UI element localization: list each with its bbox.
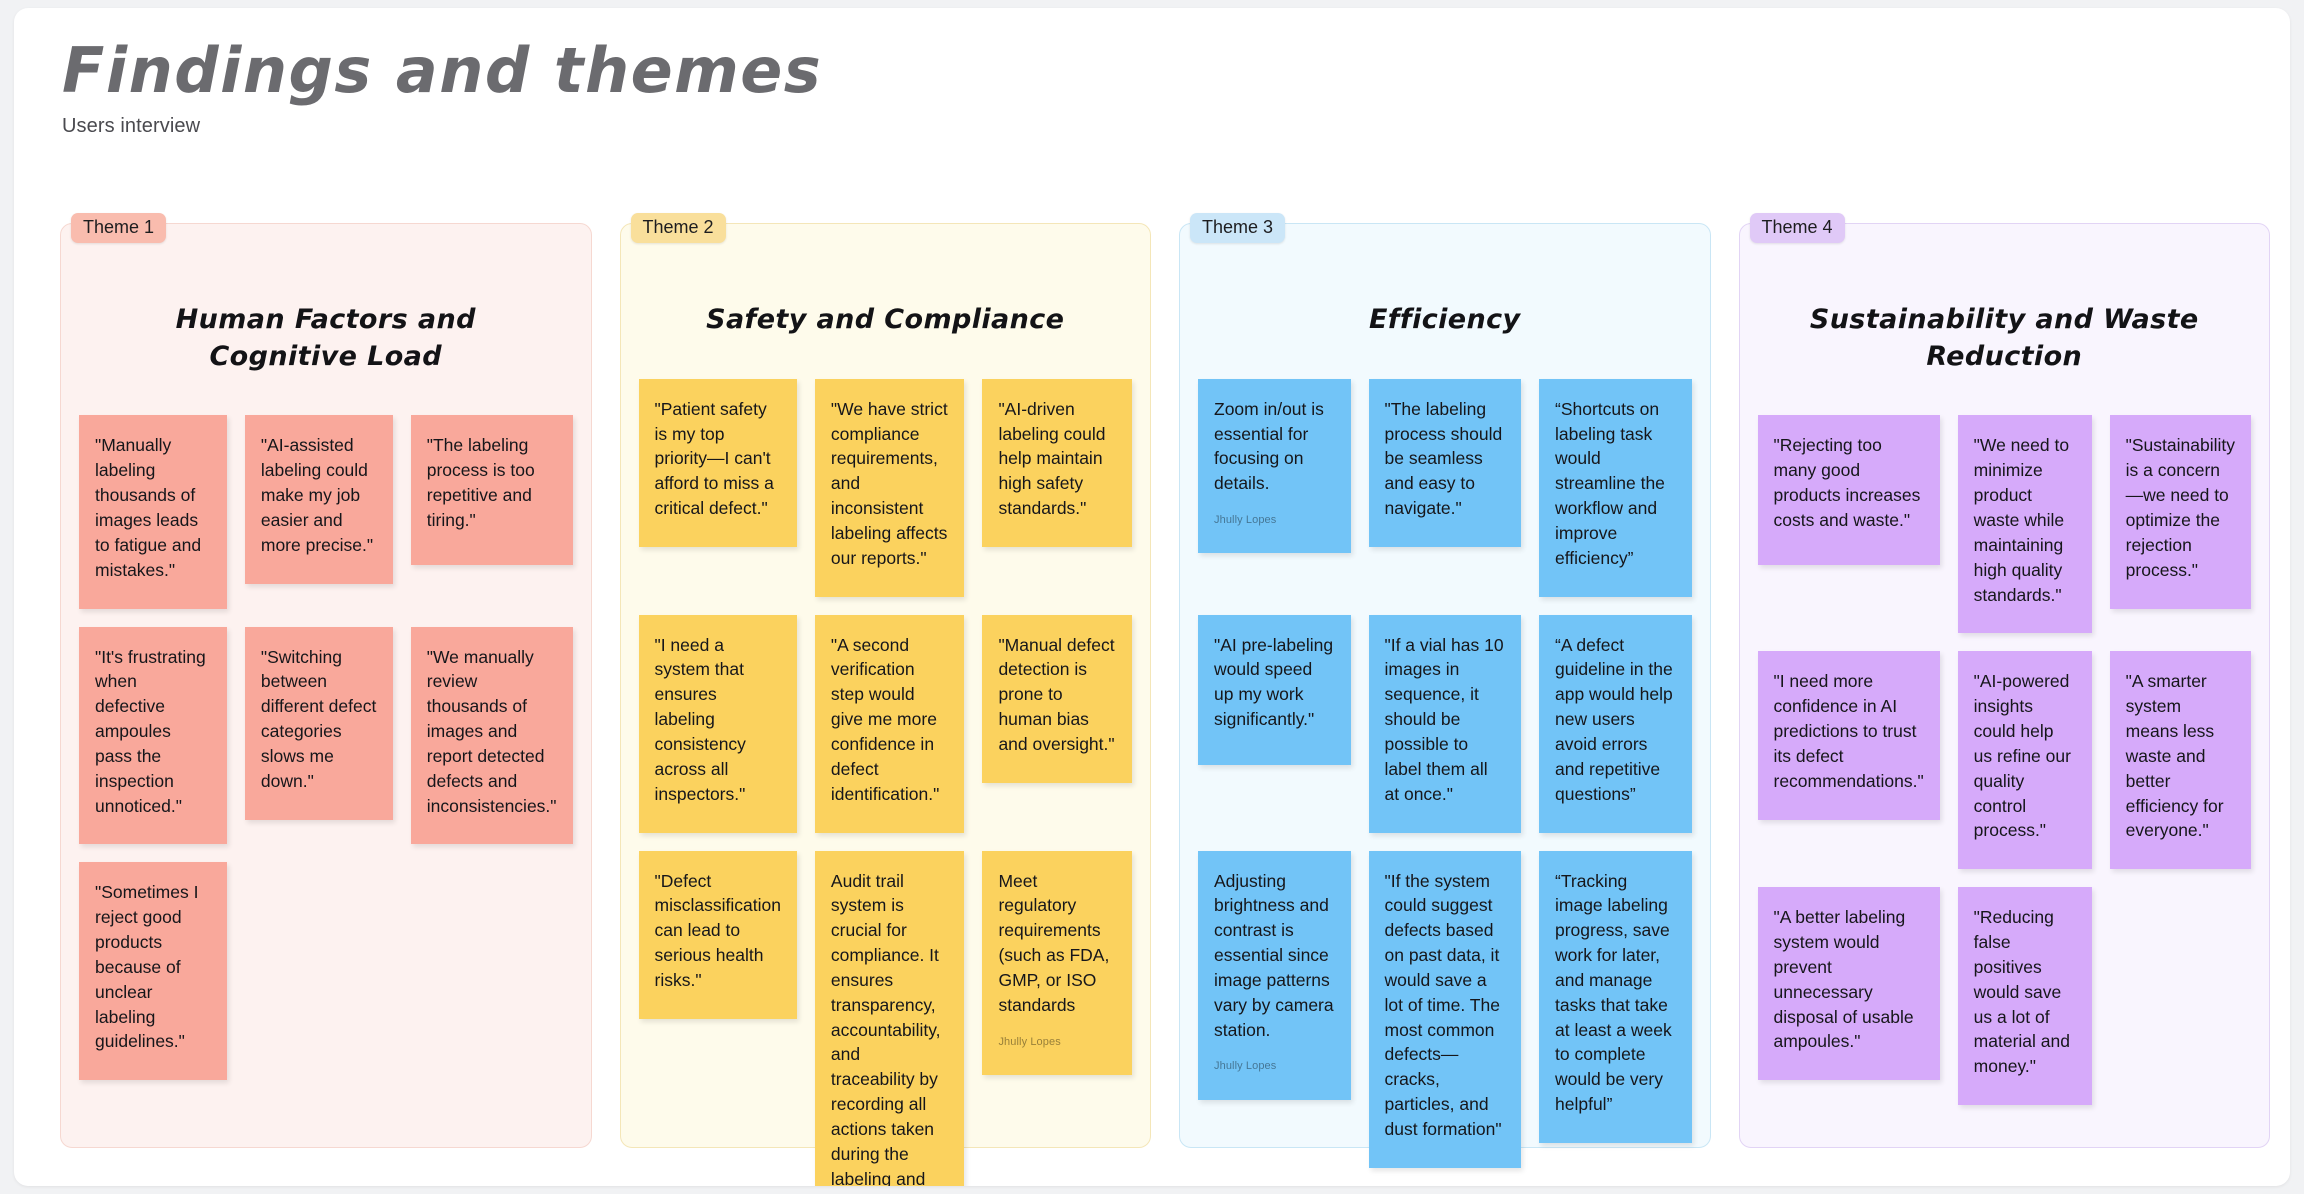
sticky-note[interactable]: "Defect misclassification can lead to se… [638,850,797,1019]
sticky-note[interactable]: "I need more confidence in AI prediction… [1757,651,1940,820]
sticky-notes-grid: "Rejecting too many good products increa… [1757,415,2251,1106]
sticky-note-text: "Reducing false positives would save us … [1973,907,2070,1077]
sticky-note[interactable]: Zoom in/out is essential for focusing on… [1198,378,1351,554]
sticky-note-text: "If the system could suggest defects bas… [1384,870,1502,1139]
theme-column[interactable]: Theme 2 Safety and Compliance "Patient saf… [619,213,1151,1186]
themes-row: Theme 1 Human Factors and Cognitive Load "… [60,213,2270,1186]
sticky-note-text: "We have strict compliance requirements,… [830,398,948,568]
sticky-note-text: "AI-driven labeling could help maintain … [998,398,1106,519]
sticky-note[interactable]: "Sustainability is a concern—we need to … [2109,415,2251,609]
sticky-note[interactable]: "AI-driven labeling could help maintain … [982,378,1132,547]
sticky-note[interactable]: "Rejecting too many good products increa… [1757,415,1940,566]
sticky-note-text: "Rejecting too many good products increa… [1773,435,1921,530]
sticky-note-text: “A defect guideline in the app would hel… [1555,634,1673,804]
page-subtitle: Users interview [62,115,201,138]
sticky-note[interactable]: "A better labeling system would prevent … [1757,887,1940,1081]
theme-badge[interactable]: Theme 1 [71,213,167,243]
sticky-note-text: Audit trail system is crucial for compli… [830,870,941,1186]
sticky-note-text: "Patient safety is my top priority—I can… [654,398,774,519]
sticky-note-text: "A better labeling system would prevent … [1773,907,1914,1052]
sticky-note-text: "AI-powered insights could help us refin… [1973,671,2071,841]
sticky-note-text: Meet regulatory requirements (such as FD… [998,870,1110,1015]
sticky-note-text: "The labeling process is too repetitive … [426,435,535,530]
sticky-note[interactable]: "If a vial has 10 images in sequence, it… [1368,614,1521,833]
sticky-note[interactable]: "We need to minimize product waste while… [1957,415,2092,634]
theme-badge[interactable]: Theme 2 [630,213,726,243]
theme-column[interactable]: Theme 1 Human Factors and Cognitive Load "… [60,213,592,1148]
sticky-note-text: "AI-assisted labeling could make my job … [260,435,374,555]
sticky-note[interactable]: "AI-powered insights could help us refin… [1957,651,2092,870]
sticky-note-text: "I need a system that ensures labeling c… [654,634,746,804]
sticky-note-text: "Defect misclassification can lead to se… [654,870,781,990]
sticky-note-author: Jhully Lopes [1214,514,1277,527]
sticky-note-text: Adjusting brightness and contrast is ess… [1214,870,1334,1040]
sticky-note-text: "If a vial has 10 images in sequence, it… [1384,634,1504,804]
board-canvas: Findings and themes Users interview Them… [14,8,2290,1186]
sticky-note[interactable]: “A defect guideline in the app would hel… [1539,614,1692,833]
theme-badge[interactable]: Theme 4 [1749,213,1845,243]
sticky-note-author: Jhully Lopes [998,1035,1061,1048]
sticky-note[interactable]: "Manually labeling thousands of images l… [79,415,227,609]
sticky-notes-grid: "Manually labeling thousands of images l… [79,415,573,1081]
sticky-note[interactable]: "Patient safety is my top priority—I can… [638,378,797,547]
theme-badge[interactable]: Theme 3 [1190,213,1286,243]
sticky-note[interactable]: "The labeling process should be seamless… [1368,378,1521,547]
sticky-note[interactable]: Audit trail system is crucial for compli… [814,850,965,1186]
sticky-note[interactable]: "The labeling process is too repetitive … [410,415,573,566]
sticky-note-text: "It's frustrating when defective ampoule… [95,646,206,816]
sticky-note-text: "Sustainability is a concern—we need to … [2125,435,2235,580]
sticky-note[interactable]: "AI pre-labeling would speed up my work … [1198,614,1351,765]
sticky-note[interactable]: "I need a system that ensures labeling c… [638,614,797,833]
sticky-note[interactable]: "AI-assisted labeling could make my job … [244,415,393,584]
theme-heading: Human Factors and Cognitive Load [175,304,476,372]
sticky-note[interactable]: "Switching between different defect cate… [244,626,393,820]
board-header: Findings and themes Users interview [62,38,822,138]
sticky-note-text: "Switching between different defect cate… [260,646,377,791]
sticky-notes-grid: "Patient safety is my top priority—I can… [638,378,1132,1186]
sticky-note[interactable]: "If the system could suggest defects bas… [1368,850,1521,1168]
theme-column[interactable]: Theme 4 Sustainability and Waste Reductio… [1738,213,2270,1148]
sticky-note-author: Jhully Lopes [1214,1060,1277,1073]
sticky-note[interactable]: "We have strict compliance requirements,… [814,378,965,597]
sticky-note[interactable]: “Tracking image labeling progress, save … [1539,850,1692,1143]
page-title: Findings and themes [62,34,823,107]
sticky-note[interactable]: "We manually review thousands of images … [410,626,573,845]
sticky-note-text: “Shortcuts on labeling task would stream… [1555,398,1665,568]
sticky-note[interactable]: Adjusting brightness and contrast is ess… [1198,850,1351,1100]
sticky-notes-grid: Zoom in/out is essential for focusing on… [1198,378,1692,1168]
sticky-note[interactable]: "Reducing false positives would save us … [1957,887,2092,1106]
sticky-note-text: “Tracking image labeling progress, save … [1555,870,1672,1115]
sticky-note[interactable]: "Sometimes I reject good products becaus… [79,862,227,1081]
theme-heading: Sustainability and Waste Reduction [1809,304,2199,372]
sticky-note-text: "AI pre-labeling would speed up my work … [1214,634,1334,730]
sticky-note-text: "Manual defect detection is prone to hum… [998,634,1115,754]
sticky-note-text: Zoom in/out is essential for focusing on… [1214,398,1324,494]
sticky-note-text: "I need more confidence in AI prediction… [1773,671,1924,791]
sticky-note[interactable]: "Manual defect detection is prone to hum… [982,614,1132,783]
sticky-note[interactable]: "It's frustrating when defective ampoule… [79,626,227,845]
sticky-note[interactable]: “Shortcuts on labeling task would stream… [1539,378,1692,597]
sticky-note[interactable]: "A second verification step would give m… [814,614,965,833]
sticky-note-text: "We manually review thousands of images … [426,646,557,816]
theme-heading: Safety and Compliance [706,304,1065,335]
sticky-note-text: "Sometimes I reject good products becaus… [95,882,199,1052]
sticky-note-text: "The labeling process should be seamless… [1384,398,1503,519]
sticky-note-text: "Manually labeling thousands of images l… [95,435,202,580]
sticky-note-text: "We need to minimize product waste while… [1973,435,2070,605]
sticky-note-text: "A second verification step would give m… [830,634,940,804]
sticky-note-text: "A smarter system means less waste and b… [2125,671,2224,841]
sticky-note[interactable]: Meet regulatory requirements (such as FD… [982,850,1132,1075]
sticky-note[interactable]: "A smarter system means less waste and b… [2109,651,2251,870]
theme-heading: Efficiency [1368,304,1521,335]
